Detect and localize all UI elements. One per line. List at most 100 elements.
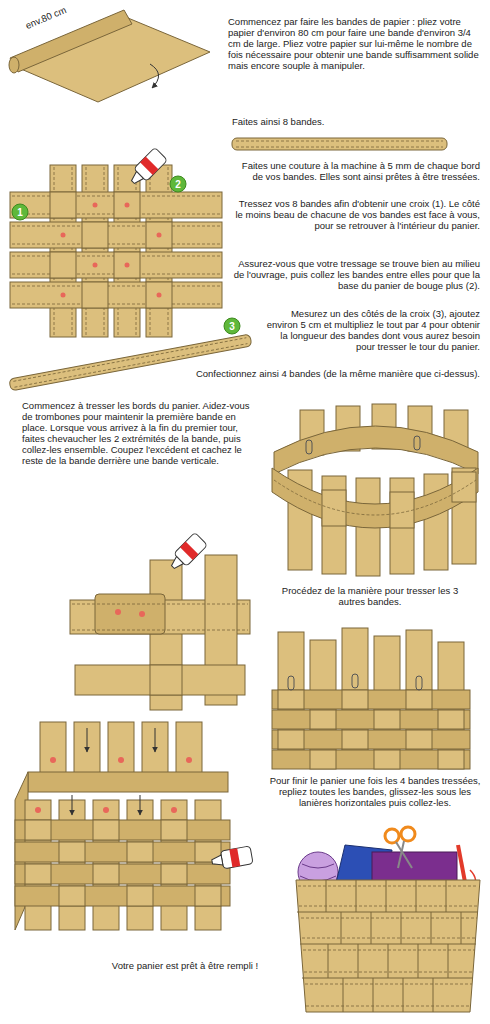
basket-folding	[142, 722, 168, 777]
instruction-text: Commencez par faire les bandes de papier…	[228, 16, 480, 71]
basket-weaving	[306, 440, 312, 454]
basket-folding	[186, 757, 192, 763]
basket-weaving	[452, 472, 476, 502]
glue-joint	[139, 611, 145, 617]
woven-cross	[114, 192, 140, 218]
basket-folding	[211, 846, 254, 871]
basket-folding	[25, 820, 51, 840]
callout-number: 3	[229, 321, 235, 332]
finished-basket	[297, 912, 478, 913]
circle-shape	[170, 176, 186, 192]
finished-basket	[328, 944, 448, 978]
woven-cross	[146, 165, 172, 337]
basket-rows	[278, 690, 304, 709]
woven-cross	[12, 226, 220, 227]
basket-folding	[15, 842, 230, 862]
instruction-text: Pour finir le panier une fois les 4 band…	[268, 775, 482, 808]
woven-cross	[146, 282, 172, 308]
basket-folding	[15, 820, 230, 840]
basket-rows	[272, 750, 470, 769]
circle-shape	[12, 204, 28, 220]
basket-rows	[342, 690, 368, 709]
basket-folding	[140, 795, 141, 815]
basket-rows	[406, 730, 432, 749]
basket-folding	[74, 722, 100, 777]
woven-cross	[125, 203, 130, 208]
woven-cross	[10, 282, 222, 308]
woven-cross	[93, 203, 98, 208]
finished-basket	[296, 880, 480, 1012]
glue-joint	[150, 665, 182, 695]
basket-folding	[93, 864, 119, 884]
woven-cross	[157, 293, 162, 298]
basket-folding	[59, 886, 85, 906]
woven-cross	[125, 263, 130, 268]
instruction-text: Commencez à tresser les bords du panier.…	[22, 400, 262, 466]
basket-folding	[161, 800, 187, 930]
basket-folding	[195, 886, 221, 906]
step-number-circle: 1	[11, 203, 29, 221]
long-strip	[9, 334, 252, 391]
basket-weaving	[272, 404, 478, 576]
woven-cross	[157, 233, 162, 238]
finished-basket	[343, 978, 433, 1012]
basket-folding	[15, 722, 253, 930]
basket-rows	[288, 676, 294, 690]
basket-rows	[352, 674, 358, 688]
basket-rows	[374, 710, 400, 729]
woven-cross	[12, 304, 220, 305]
basket-weaving	[274, 480, 476, 515]
finished-basket	[401, 827, 415, 841]
instruction-text: Faites ainsi 8 bandes.	[232, 116, 432, 127]
glue-joint	[72, 630, 248, 631]
callout-number: 1	[17, 207, 23, 218]
woven-cross	[50, 192, 76, 218]
basket-rows	[278, 632, 304, 768]
basket-rows	[310, 750, 336, 769]
basket-weaving	[322, 490, 346, 526]
woven-cross	[93, 263, 98, 268]
basket-rows	[272, 730, 470, 749]
woven-cross	[82, 165, 108, 337]
basket-folding	[15, 886, 230, 906]
basket-weaving	[414, 436, 420, 450]
basket-rows	[278, 730, 304, 749]
woven-cross	[12, 244, 220, 245]
woven-cross	[50, 165, 76, 337]
basket-weaving	[274, 426, 478, 474]
basket-weaving	[322, 476, 346, 574]
basket-folding	[25, 864, 51, 884]
basket-folding	[25, 800, 51, 930]
instruction-text: Faites une couture à la machine à 5 mm d…	[236, 160, 480, 182]
basket-rows	[406, 690, 432, 709]
closing-text: Votre panier est prêt à être rempli !	[70, 960, 300, 971]
woven-cross	[10, 192, 222, 218]
basket-folding	[59, 842, 85, 862]
basket-rows	[310, 710, 336, 729]
basket-rows	[272, 690, 470, 709]
basket-rows	[406, 630, 432, 768]
woven-cross	[10, 252, 222, 278]
basket-folding	[40, 722, 66, 777]
instruction-text: Tressez vos 8 bandes afin d'obtenir une …	[232, 198, 480, 231]
basket-folding	[50, 757, 56, 763]
finished-basket	[298, 886, 478, 1006]
basket-rows	[416, 676, 422, 690]
step-number-circle: 2	[169, 175, 187, 193]
paper-strip	[236, 141, 443, 142]
basket-weaving	[272, 468, 478, 528]
woven-cross	[127, 147, 168, 188]
glue-joint	[150, 560, 182, 710]
basket-rows	[272, 628, 470, 769]
basket-folding	[127, 886, 153, 906]
woven-cross	[82, 282, 108, 308]
basket-rows	[374, 750, 400, 769]
woven-cross	[61, 293, 66, 298]
paper-sheet	[9, 57, 19, 73]
basket-rows	[438, 710, 464, 729]
basket-folding	[161, 820, 187, 840]
glue-joint	[115, 609, 121, 615]
